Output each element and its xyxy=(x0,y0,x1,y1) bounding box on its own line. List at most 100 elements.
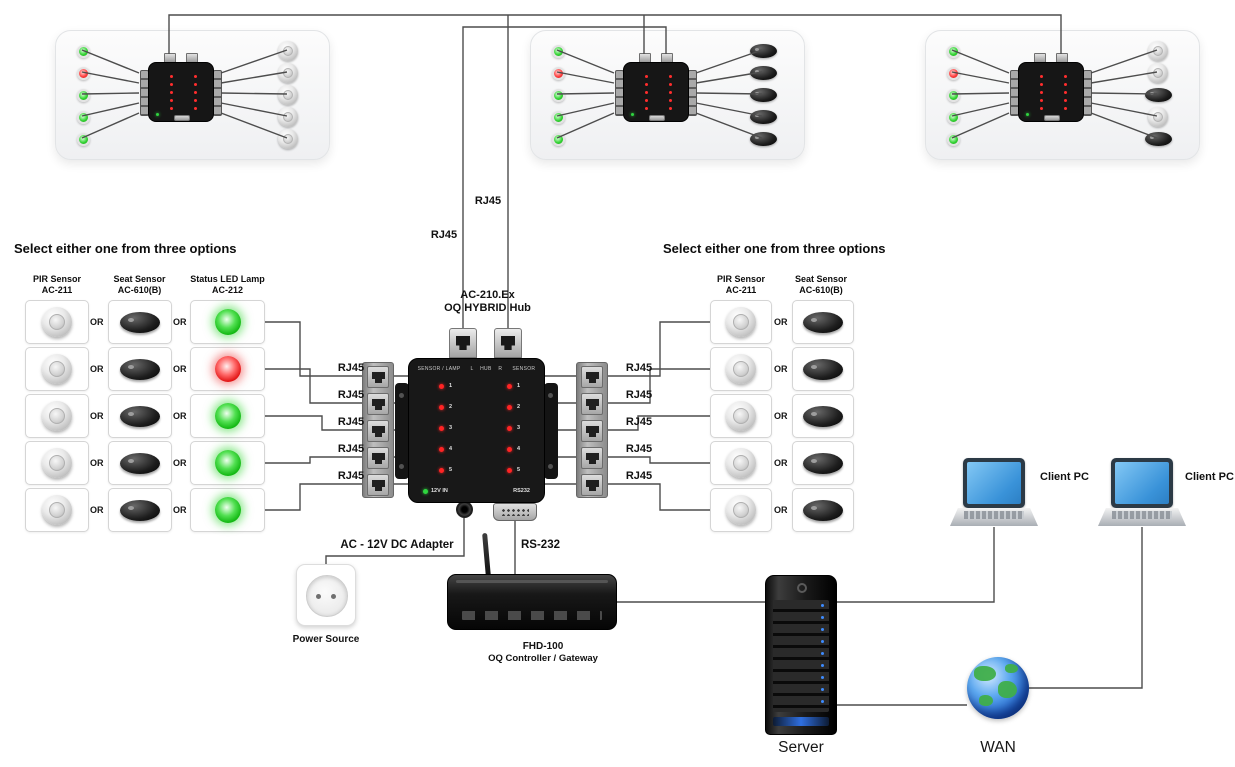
rj45-cable-label: RJ45 xyxy=(337,362,365,374)
pir-sensor-icon xyxy=(42,354,72,384)
rj45-jack xyxy=(581,447,603,469)
rj45-jack xyxy=(367,447,389,469)
or-label: OR xyxy=(774,364,788,374)
server-glow-icon xyxy=(773,717,829,726)
continent-icon xyxy=(1005,664,1018,673)
hub-name: OQ HYBRID Hub xyxy=(444,302,531,314)
pir-option-box xyxy=(710,300,772,344)
power-led-icon xyxy=(1026,113,1029,116)
rj45-cable-label: RJ45 xyxy=(625,470,653,482)
channel-led-icon xyxy=(439,425,444,431)
rj45-jack xyxy=(581,474,603,496)
channel-led-icon xyxy=(439,404,444,410)
status-led-lamp xyxy=(214,403,241,429)
rj45-cable-label: RJ45 xyxy=(337,470,365,482)
hub-model: AC-210.Ex xyxy=(460,289,515,301)
pir-option-box xyxy=(710,488,772,532)
mounting-flange xyxy=(395,383,409,479)
rj45-link-label: RJ45 xyxy=(430,229,458,241)
led-column-icon xyxy=(170,75,173,78)
seat-option-box xyxy=(108,394,172,438)
status-led xyxy=(946,110,960,124)
room-sensor xyxy=(749,44,777,58)
channel-led-icon xyxy=(439,446,444,452)
hub-body xyxy=(148,62,214,122)
dc-power-jack xyxy=(456,501,473,518)
status-led xyxy=(946,88,960,102)
controller-gateway-device xyxy=(447,574,617,630)
seat-option-box xyxy=(108,347,172,391)
seat-sensor-icon xyxy=(803,499,843,521)
front-ports-icon xyxy=(462,611,602,620)
pir-option-box xyxy=(710,394,772,438)
led-column-icon xyxy=(1064,75,1067,78)
status-led xyxy=(76,110,90,124)
serial-port-icon xyxy=(174,115,190,121)
channel-number: 1 xyxy=(449,383,453,389)
laptop-screen-icon xyxy=(1111,458,1173,508)
continent-icon xyxy=(974,666,996,681)
channel-number: 4 xyxy=(449,446,453,452)
or-label: OR xyxy=(774,458,788,468)
led-column-icon xyxy=(669,75,672,78)
client-pc-1 xyxy=(950,458,1038,528)
rs232-label: RS232 xyxy=(513,488,530,494)
client-pc-label: Client PC xyxy=(1185,471,1234,483)
controller-model-label: FHD-100 xyxy=(522,641,564,652)
seat-option-box xyxy=(108,441,172,485)
channel-led-icon xyxy=(506,446,512,452)
or-label: OR xyxy=(90,505,104,515)
server-leds-icon xyxy=(821,604,824,607)
channel-number: 3 xyxy=(516,425,520,431)
room-sensor xyxy=(278,129,298,149)
led-column-icon xyxy=(645,75,648,78)
pir-sensor-icon xyxy=(42,307,72,337)
rj45-link-label: RJ45 xyxy=(474,195,502,207)
or-label: OR xyxy=(173,458,187,468)
wan-globe-icon xyxy=(967,657,1029,719)
seat-sensor-icon xyxy=(803,452,843,474)
room-sensor xyxy=(1148,41,1168,61)
rj45-jack xyxy=(367,393,389,415)
wan-label: WAN xyxy=(980,739,1016,756)
laptop-keyboard-icon xyxy=(950,508,1038,526)
continent-icon xyxy=(998,681,1017,698)
seat-option-box xyxy=(792,300,854,344)
rj45-cable-label: RJ45 xyxy=(625,362,653,374)
status-led-lamp xyxy=(214,356,241,382)
rs232-port xyxy=(493,503,537,521)
seat-option-box xyxy=(792,488,854,532)
laptop-keyboard-icon xyxy=(1098,508,1186,526)
pir-sensor-icon xyxy=(42,448,72,478)
hub-uplink-port-r xyxy=(494,328,522,358)
seat-sensor-icon xyxy=(803,311,843,333)
channel-led-icon xyxy=(506,425,512,431)
seat-option-box xyxy=(108,488,172,532)
pir-option-box xyxy=(25,300,89,344)
rj45-cable-label: RJ45 xyxy=(625,389,653,401)
laptop-screen-icon xyxy=(963,458,1025,508)
or-label: OR xyxy=(173,505,187,515)
rj45-cable-label: RJ45 xyxy=(337,389,365,401)
dc-adapter-label: AC - 12V DC Adapter xyxy=(340,539,454,551)
rj45-jack-strip-right xyxy=(576,362,608,498)
or-label: OR xyxy=(90,364,104,374)
mounting-flange xyxy=(544,383,558,479)
socket-hole-icon xyxy=(316,594,321,599)
or-label: OR xyxy=(173,364,187,374)
status-led xyxy=(551,88,565,102)
channel-number: 5 xyxy=(449,467,453,473)
seat-option-box xyxy=(792,441,854,485)
socket-hole-icon xyxy=(331,594,336,599)
power-in-label: 12V IN xyxy=(431,488,448,494)
options-title-right: Select either one from three options xyxy=(663,241,886,256)
